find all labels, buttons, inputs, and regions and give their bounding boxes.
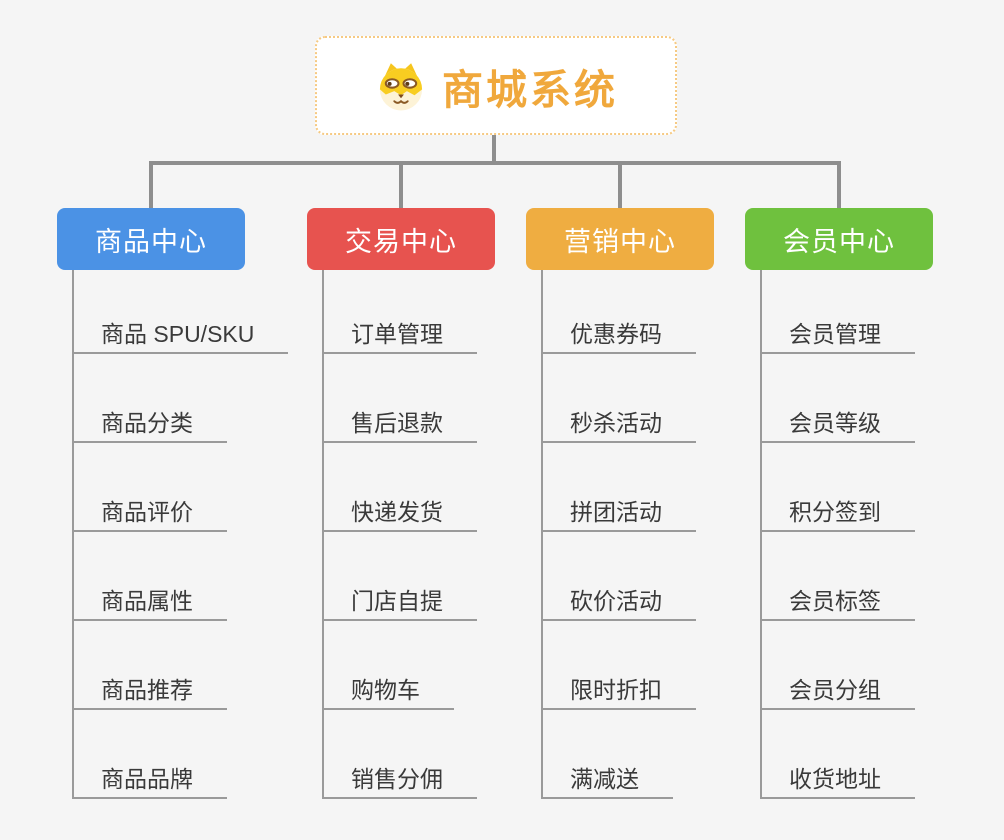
- connector-stub-branch-2: [618, 161, 622, 208]
- branch-items-trade-center: 订单管理 售后退款 快递发货 门店自提 购物车 销售分佣: [322, 270, 477, 799]
- mindmap-leaf-node[interactable]: 会员分组: [762, 621, 915, 710]
- mindmap-leaf-node[interactable]: 优惠券码: [543, 270, 696, 354]
- connector-stub-branch-0: [149, 161, 153, 208]
- mindmap-leaf-node[interactable]: 商品评价: [74, 443, 227, 532]
- mindmap-leaf-node[interactable]: 购物车: [324, 621, 454, 710]
- dog-face-icon: [379, 62, 423, 110]
- mindmap-leaf-node[interactable]: 销售分佣: [324, 710, 477, 799]
- branch-items-product-center: 商品 SPU/SKU 商品分类 商品评价 商品属性 商品推荐 商品品牌: [72, 270, 289, 799]
- mindmap-leaf-node[interactable]: 限时折扣: [543, 621, 696, 710]
- branch-header-trade-center[interactable]: 交易中心: [307, 208, 495, 270]
- branch-header-member-center[interactable]: 会员中心: [745, 208, 933, 270]
- mindmap-leaf-node[interactable]: 商品分类: [74, 354, 227, 443]
- branch-marketing-center: 营销中心 优惠券码 秒杀活动 拼团活动 砍价活动 限时折扣 满减送: [526, 208, 714, 799]
- connector-rail: [149, 161, 841, 165]
- mindmap-leaf-node[interactable]: 订单管理: [324, 270, 477, 354]
- mindmap-leaf-node[interactable]: 门店自提: [324, 532, 477, 621]
- mindmap-leaf-node[interactable]: 秒杀活动: [543, 354, 696, 443]
- mindmap-leaf-node[interactable]: 满减送: [543, 710, 673, 799]
- connector-stub-branch-1: [399, 161, 403, 208]
- mindmap-leaf-node[interactable]: 会员标签: [762, 532, 915, 621]
- mindmap-leaf-node[interactable]: 积分签到: [762, 443, 915, 532]
- mindmap-leaf-node[interactable]: 会员管理: [762, 270, 915, 354]
- branch-header-marketing-center[interactable]: 营销中心: [526, 208, 714, 270]
- branch-member-center: 会员中心 会员管理 会员等级 积分签到 会员标签 会员分组 收货地址: [745, 208, 933, 799]
- branch-items-member-center: 会员管理 会员等级 积分签到 会员标签 会员分组 收货地址: [760, 270, 915, 799]
- connector-root-stub: [492, 135, 496, 162]
- mindmap-leaf-node[interactable]: 会员等级: [762, 354, 915, 443]
- mindmap-leaf-node[interactable]: 商品推荐: [74, 621, 227, 710]
- connector-stub-branch-3: [837, 161, 841, 208]
- mindmap-leaf-node[interactable]: 拼团活动: [543, 443, 696, 532]
- mindmap-leaf-node[interactable]: 快递发货: [324, 443, 477, 532]
- mindmap-leaf-node[interactable]: 商品属性: [74, 532, 227, 621]
- branch-header-product-center[interactable]: 商品中心: [57, 208, 245, 270]
- mindmap-leaf-node[interactable]: 商品品牌: [74, 710, 227, 799]
- mindmap-leaf-node[interactable]: 收货地址: [762, 710, 915, 799]
- branch-product-center: 商品中心 商品 SPU/SKU 商品分类 商品评价 商品属性 商品推荐 商品品牌: [57, 208, 289, 799]
- mindmap-leaf-node[interactable]: 商品 SPU/SKU: [74, 270, 289, 354]
- mindmap-leaf-node[interactable]: 售后退款: [324, 354, 477, 443]
- branch-trade-center: 交易中心 订单管理 售后退款 快递发货 门店自提 购物车 销售分佣: [307, 208, 495, 799]
- branch-items-marketing-center: 优惠券码 秒杀活动 拼团活动 砍价活动 限时折扣 满减送: [541, 270, 696, 799]
- root-node-title: 商城系统: [442, 66, 618, 113]
- root-node-mall-system[interactable]: 商城系统: [315, 36, 677, 135]
- mindmap-leaf-node[interactable]: 砍价活动: [543, 532, 696, 621]
